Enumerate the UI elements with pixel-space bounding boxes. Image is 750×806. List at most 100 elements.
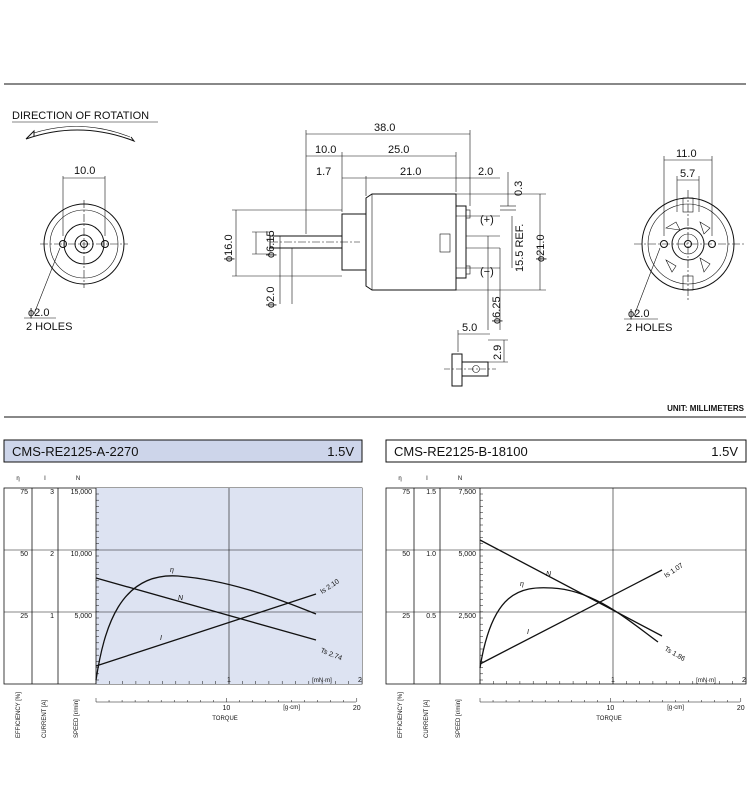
speed-curve	[479, 539, 663, 637]
eta-tick: 50	[402, 551, 410, 558]
x-tick-mnm: 2	[358, 677, 362, 684]
x-tick-mnm: 1	[227, 677, 231, 684]
boss-length: 1.7	[316, 166, 331, 178]
outer-diameter: ϕ21.0	[535, 234, 547, 262]
y-label-current: CURRENT [A]	[42, 699, 48, 738]
speed-curve	[95, 577, 317, 641]
efficiency-curve	[479, 587, 659, 669]
chart-header	[385, 439, 747, 463]
right-hole-count: 2 HOLES	[626, 322, 672, 334]
label-i: I	[527, 629, 529, 636]
terminal-detail-height: 2.9	[492, 345, 504, 360]
rotation-arrow-icon	[25, 129, 136, 143]
axis-header-n: N	[76, 476, 80, 482]
direction-of-rotation: DIRECTION OF ROTATION	[12, 110, 158, 143]
can-length: 21.0	[400, 166, 421, 178]
axis-header-i: I	[44, 476, 46, 482]
axis-header-eta: η	[398, 476, 401, 482]
x-unit-gcm: [g·cm]	[667, 705, 684, 711]
axis-header-eta: η	[16, 476, 19, 482]
boss-diameter: ϕ6.15	[265, 230, 277, 258]
x-tick-mnm: 1	[611, 677, 615, 684]
current-curve	[95, 593, 317, 667]
left-hole-count: 2 HOLES	[26, 321, 72, 333]
y-label-efficiency: EFFICIENCY [%]	[16, 692, 22, 738]
x-tick-gcm: 10	[222, 705, 230, 712]
label-n: N	[178, 595, 184, 602]
terminal-thickness: 0.3	[513, 181, 525, 196]
y-label-speed: SPEED [r/min]	[74, 699, 80, 738]
shaft-length: 10.0	[315, 144, 336, 156]
chart-frame	[385, 487, 747, 685]
side-view: 38.0 10.0 25.0 1.7 21.0 2.0 0.3 ϕ16.0 ϕ6…	[223, 122, 547, 330]
right-outer-dim: 11.0	[676, 148, 697, 160]
terminal-detail: 5.0 2.9	[444, 322, 508, 387]
n-tick: 2,500	[458, 613, 476, 620]
i-tick: 0.5	[426, 613, 436, 620]
label-i: I	[160, 635, 162, 642]
chart-voltage: 1.5V	[711, 444, 738, 459]
terminal-length: 2.0	[478, 166, 493, 178]
terminal-detail-width: 5.0	[462, 322, 477, 334]
right-hole-dia: ϕ2.0	[628, 308, 649, 320]
y-label-efficiency: EFFICIENCY [%]	[398, 692, 404, 738]
label-eta: η	[170, 567, 174, 574]
i-tick: 2	[50, 551, 54, 558]
axis-header-i: I	[426, 476, 428, 482]
axis-header-n: N	[458, 476, 462, 482]
i-tick: 3	[50, 489, 54, 496]
direction-label: DIRECTION OF ROTATION	[12, 110, 149, 122]
x-tick-mnm: 2	[742, 677, 746, 684]
body-length: 25.0	[388, 144, 409, 156]
current-curve	[479, 569, 663, 665]
i-tick: 1.0	[426, 551, 436, 558]
label-ts: Ts 1.86	[663, 646, 686, 663]
n-tick: 7,500	[458, 489, 476, 496]
y-label-speed: SPEED [r/min]	[456, 699, 462, 738]
chart-voltage: 1.5V	[327, 444, 354, 459]
label-n: N	[546, 571, 552, 578]
body-diameter: ϕ16.0	[223, 234, 235, 262]
terminal-minus: (−)	[480, 266, 494, 278]
i-tick: 1.5	[426, 489, 436, 496]
left-width-dim: 10.0	[74, 165, 95, 177]
x-unit-mnm: [mN·m]	[696, 678, 716, 684]
bearing-diameter: ϕ6.25	[491, 296, 503, 324]
efficiency-curve	[95, 575, 317, 681]
x-axis-label: TORQUE	[212, 716, 238, 722]
y-label-current: CURRENT [A]	[424, 699, 430, 738]
chart-model: CMS-RE2125-A-2270	[12, 444, 138, 459]
x-axis-label: TORQUE	[596, 716, 622, 722]
label-eta: η	[520, 581, 524, 588]
n-tick: 15,000	[71, 489, 93, 496]
i-tick: 1	[50, 613, 54, 620]
shaft-diameter: ϕ2.0	[265, 287, 277, 308]
unit-label: UNIT: MILLIMETERS	[667, 404, 745, 413]
eta-tick: 75	[20, 489, 28, 496]
eta-tick: 75	[402, 489, 410, 496]
x-unit-gcm: [g·cm]	[283, 705, 300, 711]
right-end-view: 11.0 5.7 ϕ2.0 2 HOLES	[624, 148, 744, 334]
eta-tick: 25	[402, 613, 410, 620]
n-tick: 5,000	[458, 551, 476, 558]
n-tick: 10,000	[71, 551, 93, 558]
eta-tick: 25	[20, 613, 28, 620]
eta-tick: 50	[20, 551, 28, 558]
chart-model: CMS-RE2125-B-18100	[394, 444, 528, 459]
overall-length: 38.0	[374, 122, 395, 134]
label-is: Is 1.07	[663, 562, 685, 579]
x-tick-gcm: 20	[737, 705, 745, 712]
terminal-plus: (+)	[480, 214, 494, 226]
ref-dimension: 15.5 REF.	[514, 224, 526, 272]
chart-header	[3, 439, 363, 463]
x-tick-gcm: 10	[606, 705, 614, 712]
n-tick: 5,000	[74, 613, 92, 620]
left-end-view: 10.0 ϕ2.0 2 HOLES	[24, 165, 128, 333]
left-hole-dia: ϕ2.0	[28, 307, 49, 319]
x-unit-mnm: [mN·m]	[312, 678, 332, 684]
x-tick-gcm: 20	[353, 705, 361, 712]
right-inner-dim: 5.7	[680, 168, 695, 180]
